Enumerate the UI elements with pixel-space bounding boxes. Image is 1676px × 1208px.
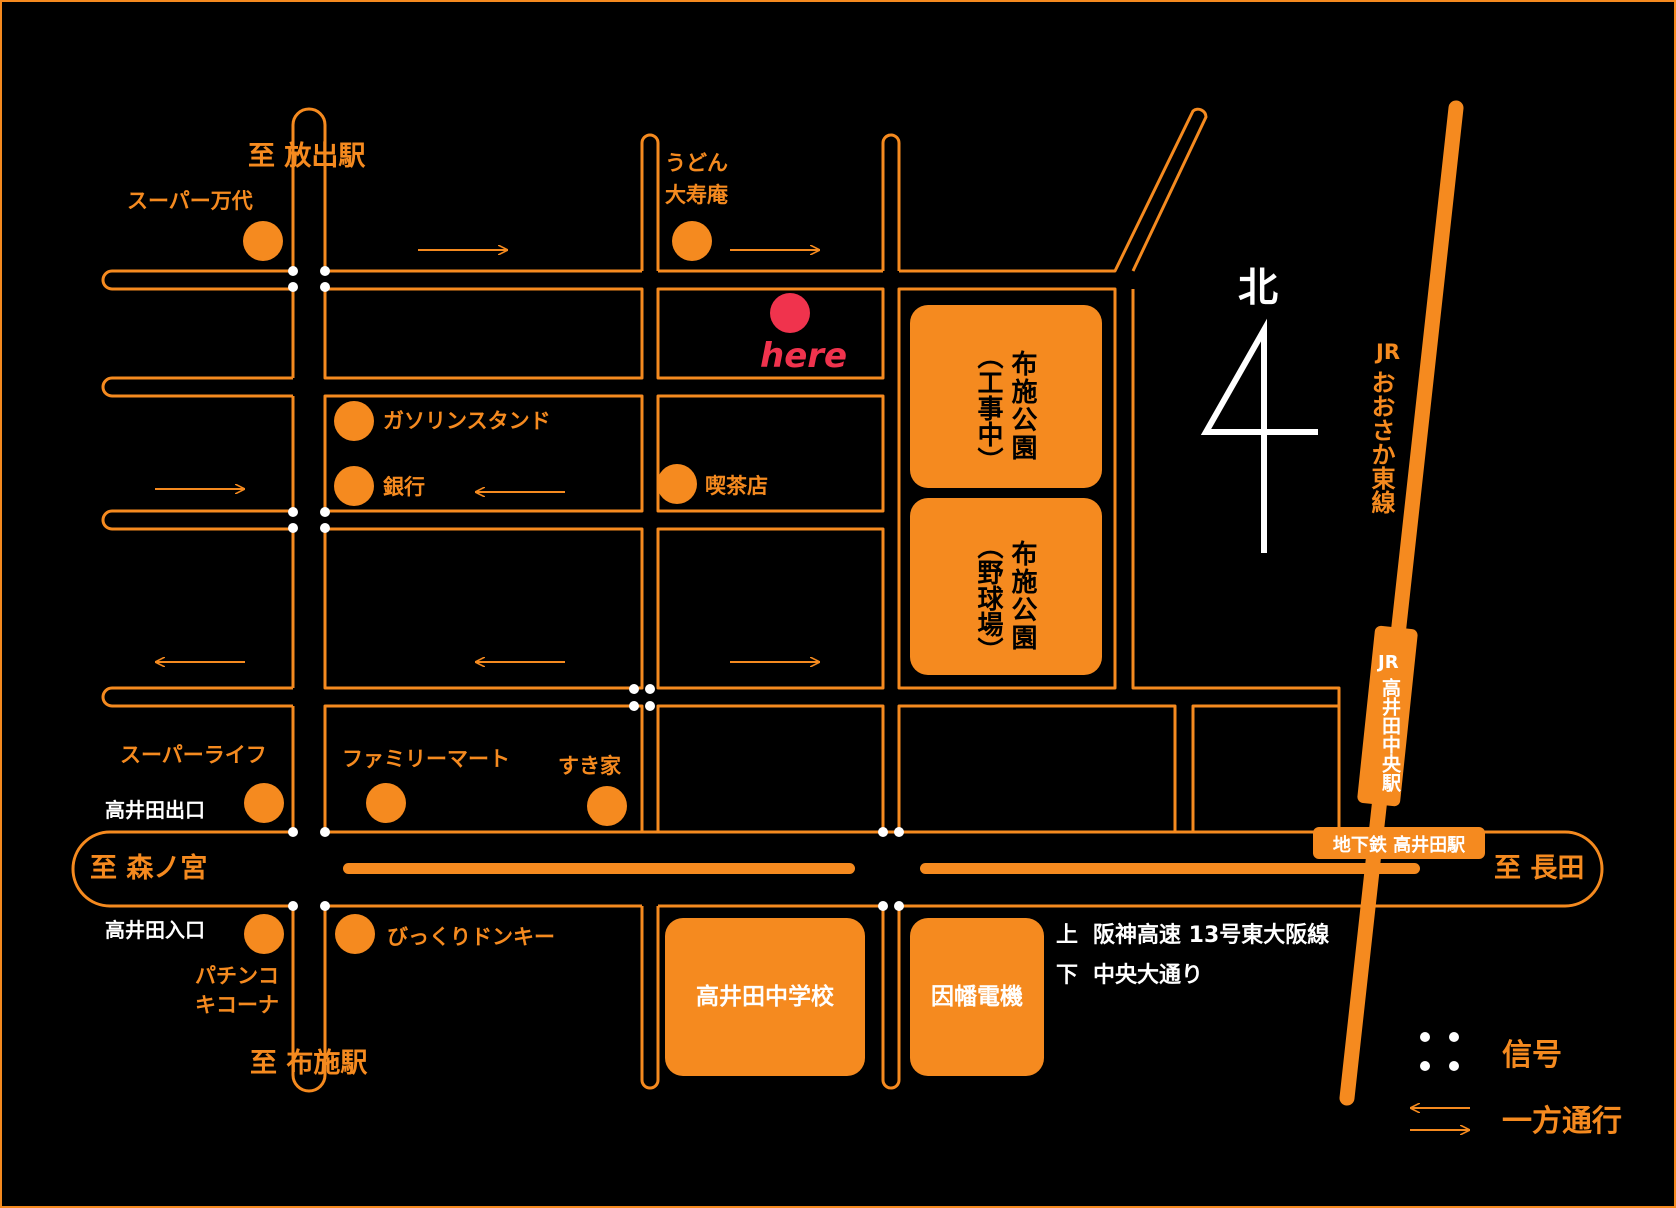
road-network (71, 107, 1604, 1093)
road-south-2 (640, 906, 660, 1090)
signals (288, 266, 904, 911)
block-a3 (323, 527, 644, 690)
road-upper-prefix: 上 (1056, 923, 1078, 948)
label-exit: 高井田出口 (105, 798, 205, 822)
road-top (325, 107, 1208, 273)
block-a1 (323, 287, 644, 380)
road-north-end-3 (881, 133, 901, 271)
road-west-stub-1 (101, 269, 293, 291)
dot-super-life (244, 783, 284, 823)
park-baseball-block (910, 498, 1102, 675)
label-pachinko-2: キコーナ (195, 993, 279, 1017)
avenue-median-east (920, 863, 1420, 874)
inaba-label: 因幡電機 (931, 984, 1023, 1010)
road-east-of-park (1131, 289, 1341, 706)
block-b4 (656, 704, 885, 834)
block-a4 (323, 704, 644, 834)
dest-east: 至 長田 (1494, 853, 1584, 884)
jr-station-label-1: JR (1376, 652, 1399, 673)
road-lower: 中央大通り (1093, 962, 1203, 988)
label-super-mandai: スーパー万代 (127, 189, 253, 213)
label-udon-2: 大寿庵 (665, 183, 729, 207)
label-family-mart: ファミリーマート (342, 747, 510, 771)
north-arrow-icon (1200, 318, 1318, 553)
park-baseball-label: 布施公園 (1007, 540, 1037, 652)
subway-station-label: 地下鉄 高井田駅 (1333, 834, 1466, 856)
label-bank: 銀行 (383, 475, 425, 499)
road-south-3 (881, 906, 901, 1090)
label-cafe: 喫茶店 (705, 474, 768, 498)
label-sukiya: すき家 (558, 754, 622, 778)
legend-signal-label: 信号 (1502, 1038, 1562, 1073)
jr-line-label-2: おおさか東線 (1367, 370, 1395, 515)
interchange-labels: 高井田出口 高井田入口 (105, 798, 205, 942)
park-construction-label: 布施公園 (1007, 350, 1037, 462)
block-c4 (897, 704, 1177, 834)
block-b3 (656, 527, 885, 690)
jr-station-box (1357, 625, 1418, 807)
road-north-end-2 (640, 133, 660, 271)
dot-udon (672, 221, 712, 261)
landmark-labels: スーパー万代 うどん 大寿庵 ガソリンスタンド 銀行 喫茶店 スーパーライフ フ… (120, 151, 768, 1017)
label-super-life: スーパーライフ (120, 743, 267, 767)
label-bikkuri: びっくりドンキー (387, 925, 555, 949)
road-info: 上 阪神高速 13号東大阪線 下 中央大通り (1056, 922, 1329, 988)
dest-south: 至 布施駅 (250, 1048, 367, 1079)
inaba-block (910, 918, 1044, 1076)
road-south-end (291, 906, 327, 1093)
dot-bikkuri (335, 914, 375, 954)
road-west-stub-3 (101, 509, 293, 531)
label-gas-station: ガソリンスタンド (383, 409, 551, 433)
legend-one-way-icon (1410, 1108, 1470, 1130)
junior-high-block (665, 918, 865, 1076)
jr-line-label-1: JR (1374, 340, 1400, 364)
avenue-median-west (343, 863, 855, 874)
dest-north: 至 放出駅 (248, 140, 365, 172)
park-construction-block (910, 305, 1102, 488)
dot-pachinko (244, 914, 284, 954)
here-label: here (760, 336, 847, 376)
subway-station-box (1313, 827, 1485, 859)
block-b2 (656, 394, 885, 513)
block-park (897, 287, 1117, 690)
block-d4 (1191, 704, 1341, 834)
dot-gas-station (334, 401, 374, 441)
road-north-end (291, 107, 327, 271)
dot-super-mandai (243, 221, 283, 261)
dot-bank (334, 466, 374, 506)
dot-sukiya (587, 786, 627, 826)
park-construction-sublabel: （工事中） (973, 343, 1003, 473)
legend: 信号 一方通行 (1410, 1032, 1622, 1139)
road-west-stub-4 (101, 686, 293, 708)
destination-labels: 至 放出駅 至 布施駅 至 森ノ宮 至 長田 (90, 140, 1584, 1079)
one-way-arrows (155, 250, 820, 662)
label-entrance: 高井田入口 (105, 918, 205, 942)
landmark-dots (243, 221, 712, 954)
road-upper: 阪神高速 13号東大阪線 (1093, 922, 1329, 948)
junior-high-label: 高井田中学校 (696, 983, 835, 1010)
jr-line (1339, 100, 1464, 1106)
dest-west: 至 森ノ宮 (90, 852, 207, 884)
main-avenue (71, 830, 1604, 908)
park-baseball-sublabel: （野球場） (973, 533, 1003, 663)
here-dot (770, 293, 810, 333)
block-a2 (323, 394, 644, 513)
north-label: 北 (1238, 265, 1278, 311)
block-b1 (656, 287, 885, 380)
legend-one-way-label: 一方通行 (1502, 1104, 1622, 1139)
dot-family-mart (366, 783, 406, 823)
jr-station-label-2: 高井田中央駅 (1379, 677, 1402, 793)
legend-signal-icon (1420, 1032, 1459, 1071)
dot-cafe (657, 464, 697, 504)
label-pachinko-1: パチンコ (195, 964, 279, 988)
road-west-stub-2 (101, 376, 293, 398)
road-lower-prefix: 下 (1056, 963, 1078, 988)
label-udon-1: うどん (665, 151, 728, 175)
